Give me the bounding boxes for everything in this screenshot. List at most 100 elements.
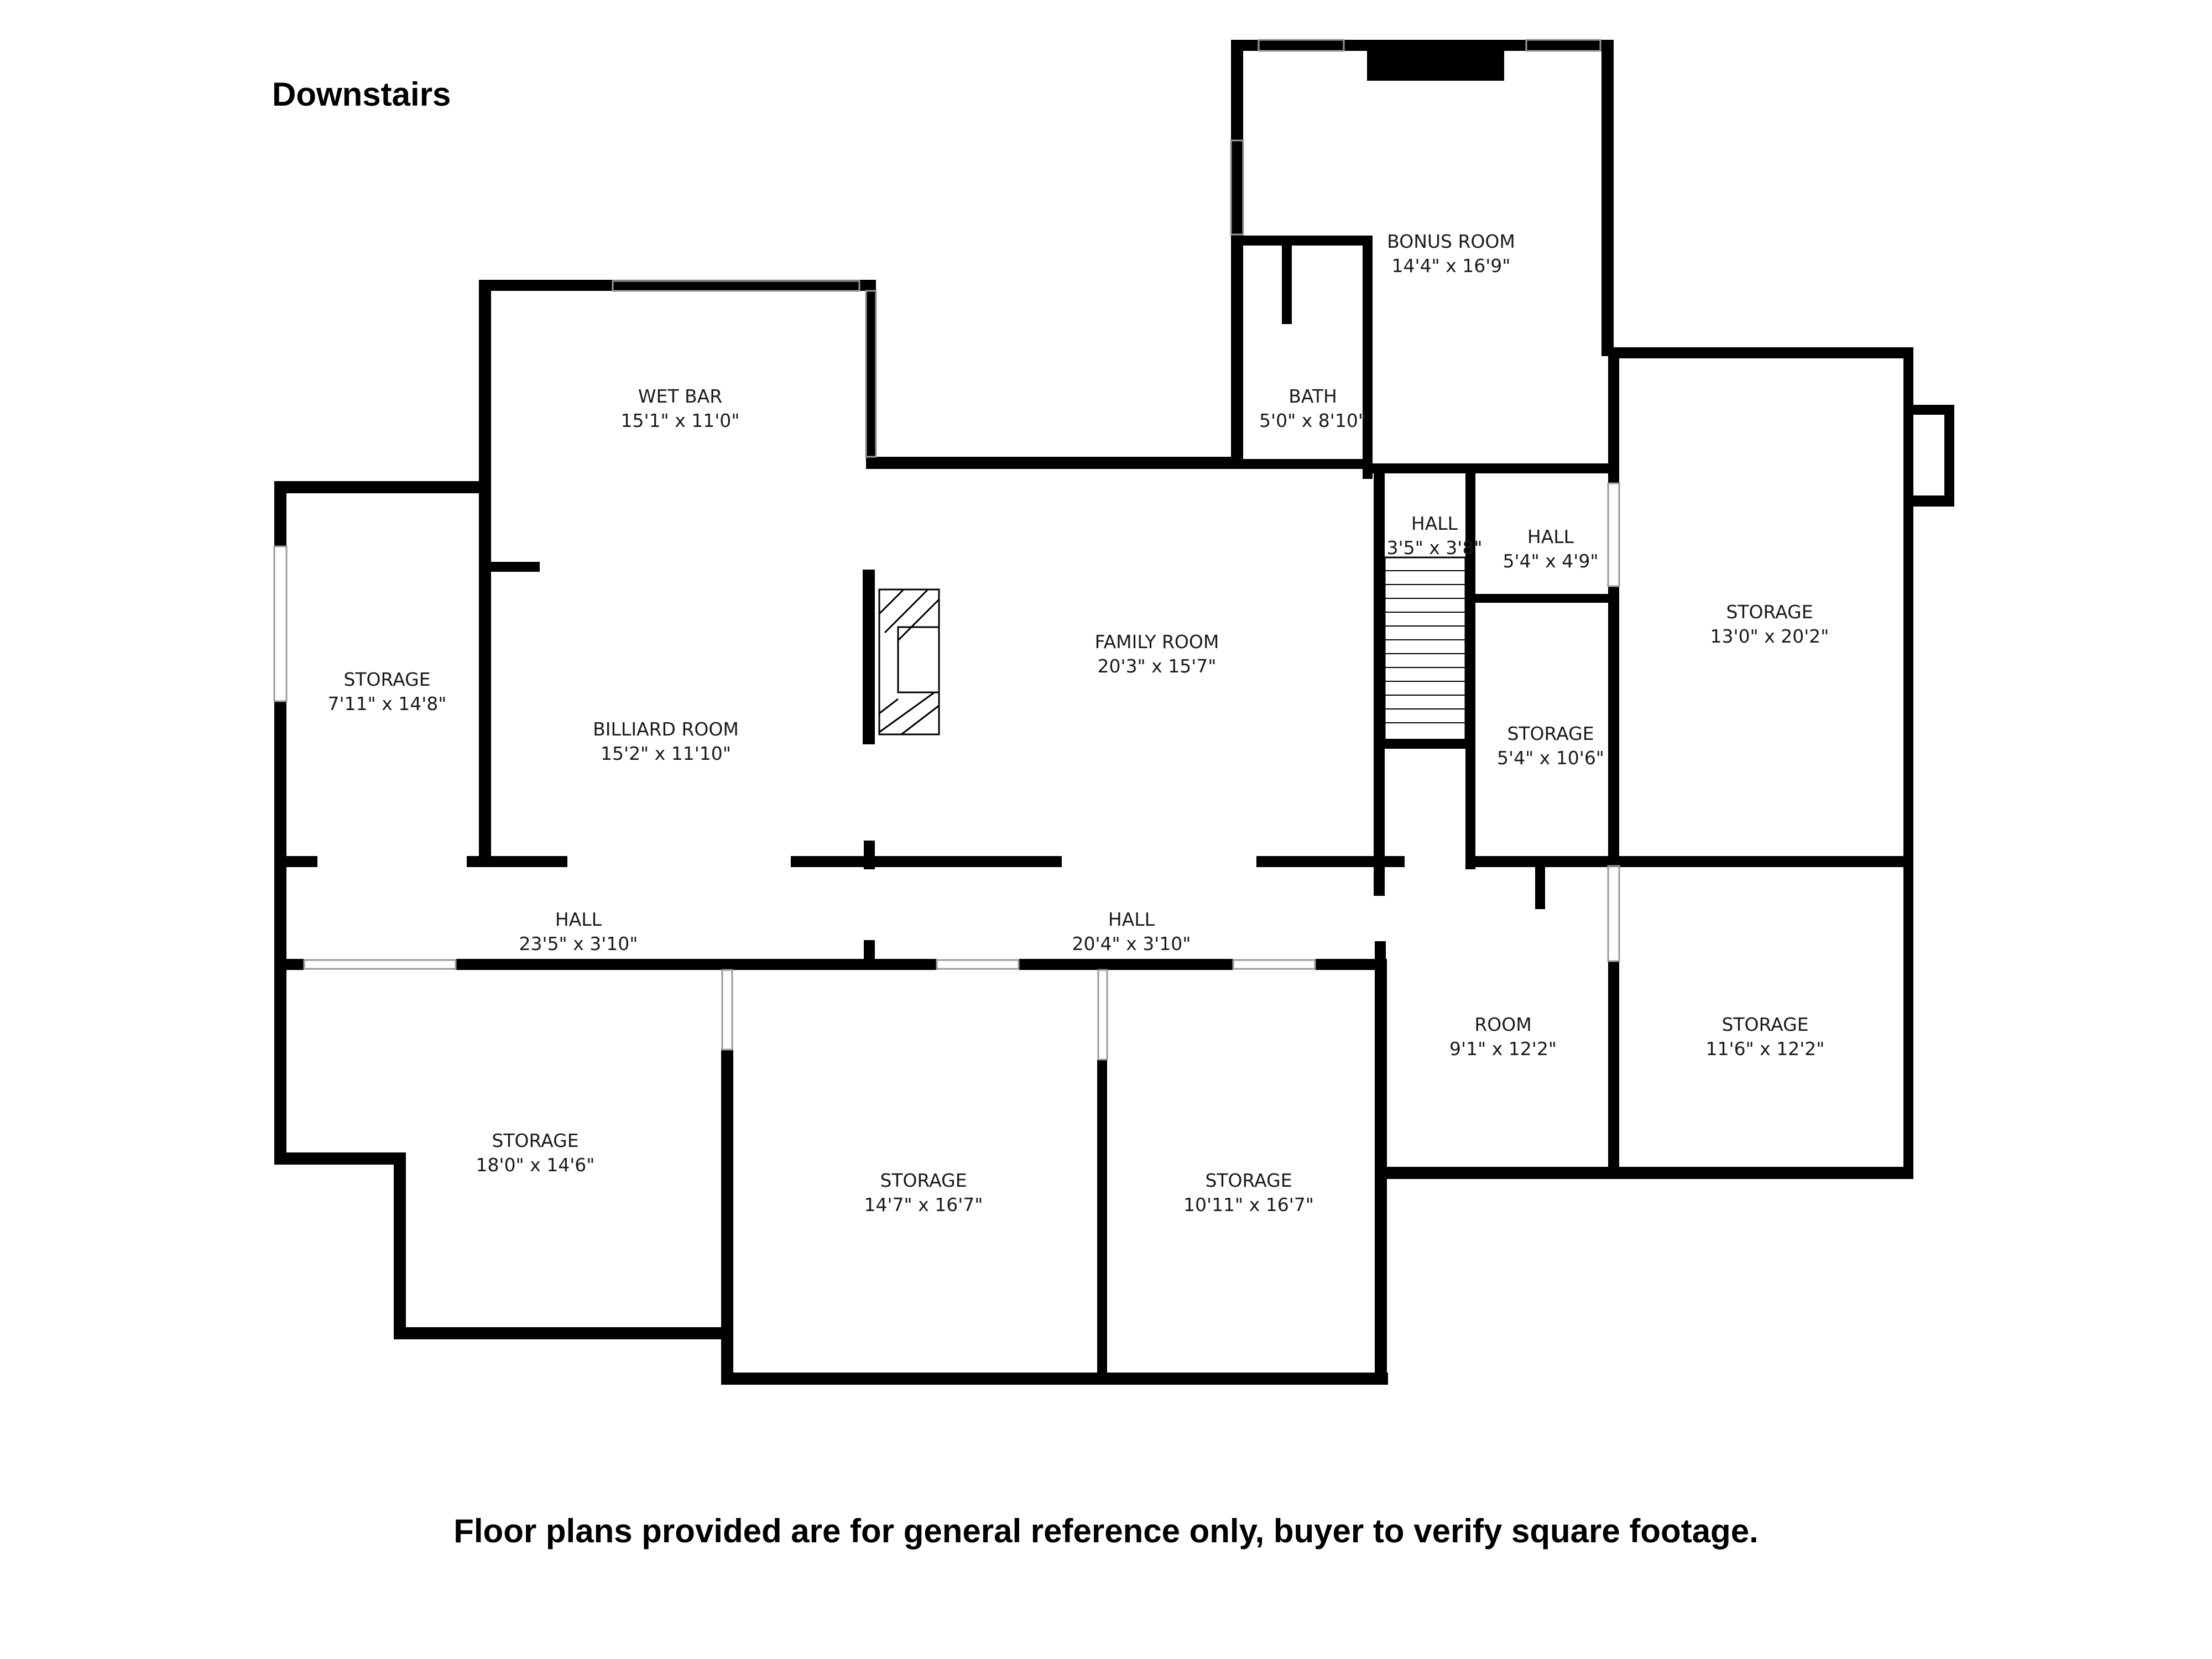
- window: [303, 959, 457, 970]
- room-name: STORAGE: [1205, 1170, 1292, 1191]
- wall: [1374, 542, 1385, 896]
- wall: [1019, 959, 1233, 970]
- window: [936, 959, 1020, 970]
- fireplace: [878, 588, 940, 735]
- staircase: [1384, 556, 1467, 741]
- label-storage-west: STORAGE 7'11" x 14'8": [328, 669, 447, 714]
- room-labels: BONUS ROOM 14'4" x 16'9" BATH 5'0" x 8'1…: [328, 231, 1829, 1215]
- room-dims: 5'4" x 4'9": [1503, 550, 1599, 572]
- room-dims: 23'5" x 3'10": [519, 933, 638, 954]
- wall: [394, 1327, 732, 1339]
- window: [1525, 39, 1601, 52]
- label-storage-east: STORAGE 13'0" x 20'2": [1710, 601, 1829, 647]
- window: [721, 969, 733, 1051]
- wall: [456, 959, 937, 970]
- window: [1230, 139, 1244, 236]
- wall: [394, 1152, 406, 1338]
- room-dims: 20'4" x 3'10": [1072, 933, 1191, 954]
- label-storage-small: STORAGE 5'4" x 10'6": [1497, 723, 1604, 769]
- wall: [1608, 961, 1619, 1179]
- label-hall-small: HALL 5'4" x 4'9": [1503, 526, 1599, 572]
- label-storage-south-east: STORAGE 10'11" x 16'7": [1183, 1170, 1314, 1215]
- wall: [1231, 40, 1243, 469]
- room-name: STORAGE: [492, 1130, 578, 1151]
- wall: [479, 562, 540, 572]
- label-bonus-room: BONUS ROOM 14'4" x 16'9": [1387, 231, 1515, 276]
- wall: [1535, 856, 1545, 909]
- wall: [1375, 1167, 1913, 1179]
- room-name: BATH: [1288, 385, 1337, 407]
- window: [1607, 865, 1620, 962]
- wall: [1231, 459, 1373, 469]
- room-name: STORAGE: [1507, 723, 1594, 744]
- wall: [274, 1152, 405, 1165]
- wall: [721, 1373, 1388, 1385]
- window: [273, 545, 288, 702]
- wall: [1608, 586, 1619, 866]
- wall: [467, 856, 567, 867]
- wall: [1465, 473, 1475, 869]
- wall: [1465, 856, 1911, 867]
- label-hall-west: HALL 23'5" x 3'10": [519, 909, 638, 954]
- room-name: HALL: [1108, 909, 1155, 930]
- wall: [721, 1327, 733, 1385]
- label-hall-center: HALL 20'4" x 3'10": [1072, 909, 1191, 954]
- wall: [274, 481, 490, 493]
- wall: [1903, 405, 1954, 415]
- label-billiard-room: BILLIARD ROOM 15'2" x 11'10": [593, 718, 739, 764]
- disclaimer-text: Floor plans provided are for general ref…: [453, 1512, 1759, 1550]
- room-dims: 20'3" x 15'7": [1098, 655, 1217, 677]
- wall: [1373, 463, 1610, 473]
- room-name: FAMILY ROOM: [1095, 631, 1219, 653]
- room-name: HALL: [1527, 526, 1574, 547]
- label-bath: BATH 5'0" x 8'10": [1259, 385, 1366, 431]
- room-dims: 15'2" x 11'10": [601, 743, 731, 764]
- label-family-room: FAMILY ROOM 20'3" x 15'7": [1095, 631, 1219, 677]
- wall: [1231, 236, 1373, 246]
- plan-heading: Downstairs: [272, 76, 451, 113]
- room-name: BONUS ROOM: [1387, 231, 1515, 252]
- room-dims: 5'4" x 10'6": [1497, 747, 1604, 769]
- window: [612, 280, 860, 292]
- room-name: HALL: [555, 909, 602, 930]
- label-storage-southeast: STORAGE 11'6" x 12'2": [1706, 1014, 1825, 1060]
- room-name: ROOM: [1474, 1014, 1531, 1035]
- room-dims: 15'1" x 11'0": [621, 410, 740, 431]
- window: [1232, 959, 1316, 970]
- wall: [863, 570, 875, 744]
- wall: [1903, 495, 1913, 1179]
- room-name: HALL: [1411, 513, 1458, 534]
- room-dims: 13'0" x 20'2": [1710, 625, 1829, 647]
- hearth-hatch: [901, 705, 940, 735]
- room-dims: 7'11" x 14'8": [328, 693, 447, 714]
- wall: [480, 280, 876, 291]
- wall: [997, 856, 1062, 867]
- wall: [721, 1050, 733, 1338]
- window: [1258, 39, 1345, 52]
- wall: [1475, 594, 1613, 603]
- room-dims: 10'11" x 16'7": [1183, 1194, 1314, 1215]
- wall: [1903, 495, 1954, 507]
- hearth-hatch: [884, 588, 929, 634]
- wall: [866, 457, 1243, 469]
- wall: [1608, 347, 1619, 483]
- wall: [1614, 347, 1913, 358]
- room-dims: 18'0" x 14'6": [476, 1154, 595, 1176]
- wall: [1256, 856, 1377, 867]
- room-dims: 11'6" x 12'2": [1706, 1038, 1825, 1060]
- label-room: ROOM 9'1" x 12'2": [1449, 1014, 1557, 1060]
- wall: [1363, 236, 1373, 479]
- wall: [274, 959, 304, 970]
- label-storage-south-center: STORAGE 14'7" x 16'7": [864, 1170, 983, 1215]
- room-dims: 9'1" x 12'2": [1449, 1038, 1557, 1060]
- window: [1607, 482, 1620, 587]
- label-wet-bar: WET BAR 15'1" x 11'0": [621, 385, 740, 431]
- room-name: STORAGE: [880, 1170, 967, 1191]
- room-name: BILLIARD ROOM: [593, 718, 739, 740]
- label-storage-southwest: STORAGE 18'0" x 14'6": [476, 1130, 595, 1176]
- label-hall-stair: HALL 3'5" x 3'8": [1387, 513, 1483, 559]
- room-dims: 3'5" x 3'8": [1387, 537, 1483, 559]
- room-name: STORAGE: [343, 669, 430, 690]
- firebox: [897, 626, 940, 693]
